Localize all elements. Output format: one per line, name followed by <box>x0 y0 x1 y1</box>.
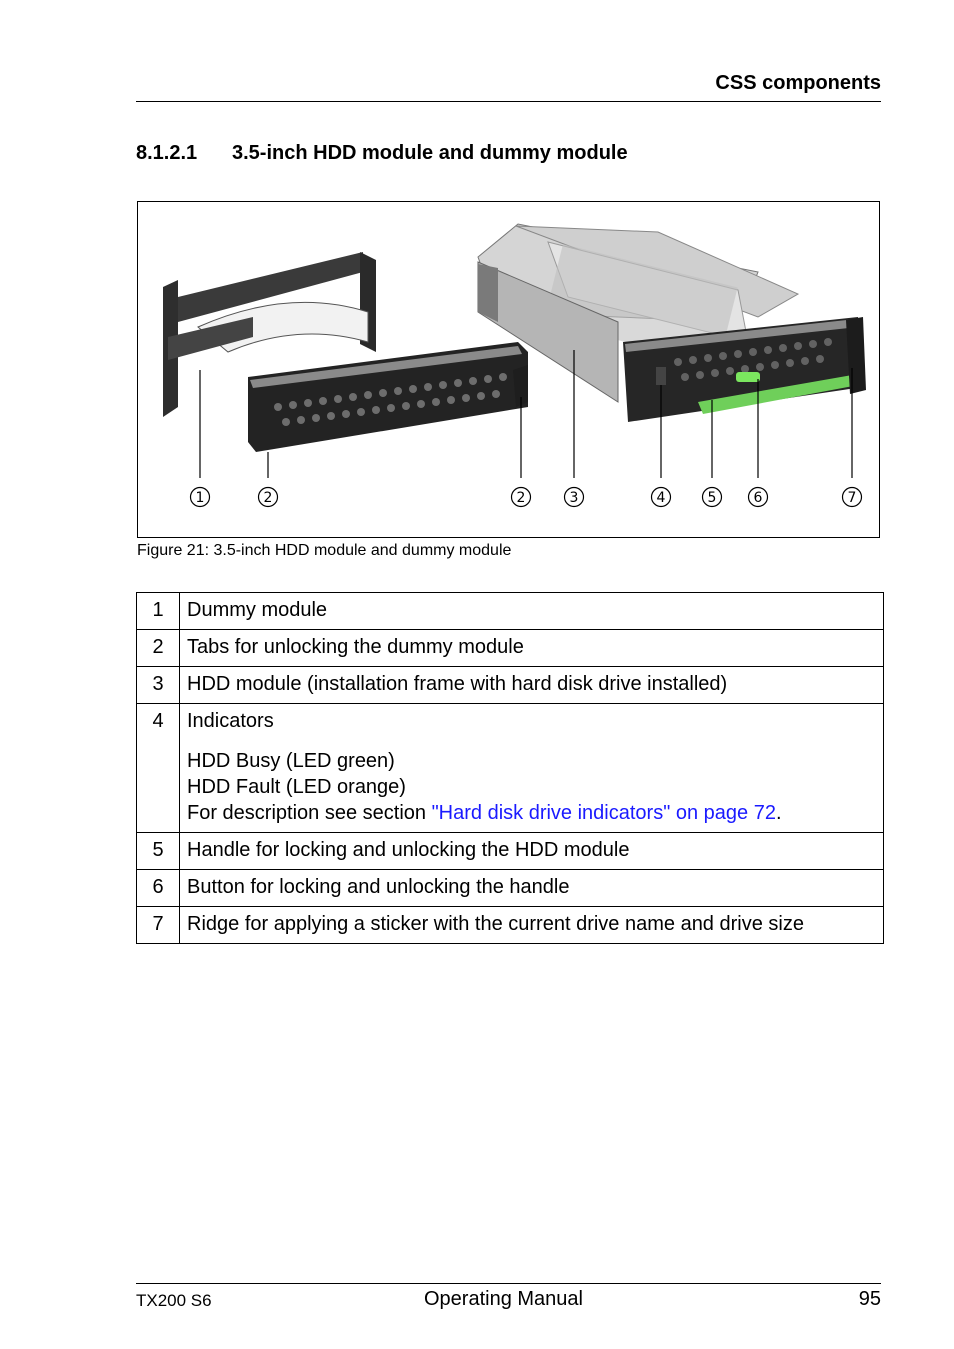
legend-text: Tabs for unlocking the dummy module <box>179 629 884 667</box>
see-prefix: For description see section <box>187 802 432 824</box>
legend-text: Button for locking and unlocking the han… <box>179 869 884 907</box>
figure-hdd-modules: 1 2 2 3 4 5 6 7 <box>137 201 880 538</box>
callout-7-label: 7 <box>848 490 857 506</box>
callout-2a-label: 2 <box>264 490 273 506</box>
running-header: CSS components <box>715 72 881 94</box>
callout-2a: 2 <box>257 486 279 508</box>
footer-manual-title: Operating Manual <box>424 1288 583 1310</box>
hdd-fault-line: HDD Fault (LED orange) <box>187 776 406 798</box>
see-suffix: . <box>775 802 782 824</box>
green-handle <box>698 374 864 414</box>
legend-row-1: 1 Dummy module <box>136 592 884 630</box>
callout-leader-lines <box>199 350 853 478</box>
callout-4: 4 <box>650 486 672 508</box>
legend-row-4: 4 Indicators HDD Busy (LED green) HDD Fa… <box>136 703 884 833</box>
indicator-leds <box>656 367 666 385</box>
callout-2b-label: 2 <box>517 490 526 506</box>
legend-text: Handle for locking and unlocking the HDD… <box>179 832 884 870</box>
dummy-module-drawing <box>163 252 528 452</box>
hdd-honeycomb-pattern <box>674 338 832 381</box>
hdd-busy-line: HDD Busy (LED green) <box>187 750 395 772</box>
legend-row-5: 5 Handle for locking and unlocking the H… <box>136 832 884 870</box>
legend-num: 6 <box>136 869 180 907</box>
callout-3-label: 3 <box>570 490 579 506</box>
legend-num: 4 <box>136 703 180 833</box>
legend-row-6: 6 Button for locking and unlocking the h… <box>136 869 884 907</box>
hdd-module-drawing <box>477 223 866 422</box>
callout-5-label: 5 <box>708 490 717 506</box>
legend-text-indicators: Indicators HDD Busy (LED green) HDD Faul… <box>179 703 884 833</box>
section-heading: 8.1.2.1 3.5-inch HDD module and dummy mod… <box>136 142 628 165</box>
green-lock-button <box>736 372 760 382</box>
footer-rule <box>136 1283 881 1284</box>
legend-num: 5 <box>136 832 180 870</box>
callout-2b: 2 <box>510 486 532 508</box>
footer-product: TX200 S6 <box>136 1291 212 1310</box>
page-number: 95 <box>858 1288 881 1310</box>
legend-table: 1 Dummy module 2 Tabs for unlocking the … <box>136 592 884 944</box>
hdd-module-illustration: 1 2 2 3 4 5 6 7 <box>163 223 866 508</box>
legend-row-2: 2 Tabs for unlocking the dummy module <box>136 629 884 667</box>
description-line: For description see section "Hard disk d… <box>187 800 876 826</box>
callout-1-label: 1 <box>196 490 205 506</box>
callout-5: 5 <box>701 486 723 508</box>
indicators-details: HDD Busy (LED green) HDD Fault (LED oran… <box>187 748 876 826</box>
indicators-heading: Indicators <box>187 710 274 732</box>
legend-row-3: 3 HDD module (installation frame with ha… <box>136 666 884 704</box>
hdd-indicators-link[interactable]: "Hard disk drive indicators" on page 72 <box>431 802 776 824</box>
legend-text: Dummy module <box>179 592 884 630</box>
callout-6: 6 <box>747 486 769 508</box>
callout-6-label: 6 <box>754 490 763 506</box>
legend-num: 3 <box>136 666 180 704</box>
figure-caption: Figure 21: 3.5-inch HDD module and dummy… <box>137 542 512 559</box>
legend-num: 7 <box>136 906 180 944</box>
callout-7: 7 <box>841 486 863 508</box>
callout-1: 1 <box>189 486 211 508</box>
header-rule <box>136 101 881 102</box>
legend-num: 1 <box>136 592 180 630</box>
legend-num: 2 <box>136 629 180 667</box>
section-title: 3.5-inch HDD module and dummy module <box>232 142 628 164</box>
callout-3: 3 <box>563 486 585 508</box>
legend-text: HDD module (installation frame with hard… <box>179 666 884 704</box>
legend-text: Ridge for applying a sticker with the cu… <box>179 906 884 944</box>
honeycomb-pattern <box>274 373 507 426</box>
section-number: 8.1.2.1 <box>136 142 198 164</box>
callout-4-label: 4 <box>657 490 666 506</box>
legend-row-7: 7 Ridge for applying a sticker with the … <box>136 906 884 944</box>
